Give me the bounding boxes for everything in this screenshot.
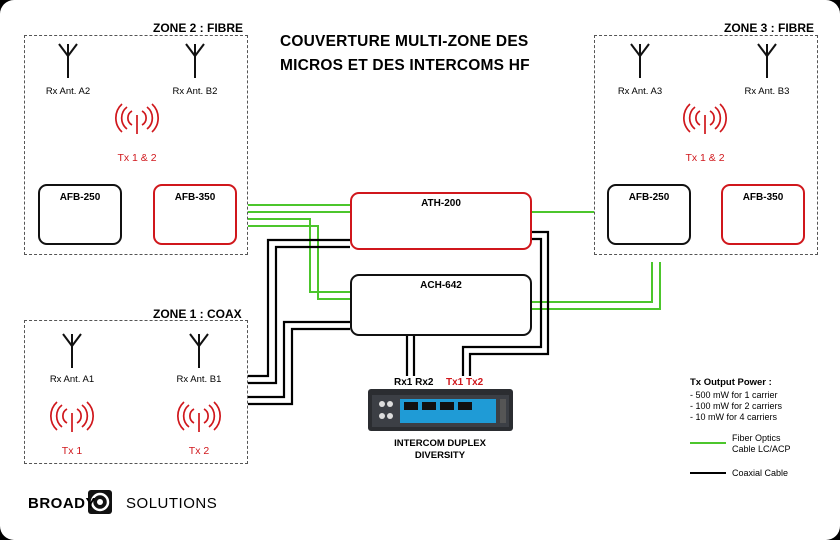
afb-250-box: AFB-250 <box>607 184 691 245</box>
diagram-title: COUVERTURE MULTI-ZONE DES MICROS ET DES … <box>280 30 580 78</box>
intercom-unit-icon <box>368 389 513 431</box>
tx-label: Tx 2 <box>188 445 210 457</box>
device-name: AFB-250 <box>59 192 101 203</box>
zone-1-title: ZONE 1 : COAX <box>153 307 242 321</box>
ath-200-box: ATH-200 <box>350 192 532 250</box>
device-name: AFB-350 <box>174 192 216 203</box>
afb-350-box: AFB-350 <box>153 184 237 245</box>
intercom-title-line-2: DIVERSITY <box>414 450 466 461</box>
device-name: ACH-642 <box>420 280 462 291</box>
zone-3-box <box>594 35 818 255</box>
tx-label: Tx 1 <box>61 445 83 457</box>
legend-coax-label: Coaxial Cable <box>732 468 789 478</box>
device-name: AFB-250 <box>628 192 670 203</box>
device-name: AFB-350 <box>742 192 784 203</box>
intercom-rx-label: Rx1 Rx2 <box>394 377 434 388</box>
intercom-tx-label: Tx1 Tx2 <box>446 377 484 388</box>
antenna-label: Rx Ant. B1 <box>176 374 222 385</box>
legend-power-item: - 10 mW for 4 carriers <box>690 412 778 422</box>
antenna-label: Rx Ant. A3 <box>617 86 663 97</box>
antenna-label: Rx Ant. A1 <box>49 374 95 385</box>
zone-1-box <box>24 320 248 464</box>
antenna-label: Rx Ant. A2 <box>45 86 91 97</box>
title-line-2: MICROS ET DES INTERCOMS HF <box>280 57 530 74</box>
fiber-cables <box>248 204 661 310</box>
brand-word-1: BROADY <box>28 494 97 512</box>
brand-logo: BROADY SOLUTIONS <box>28 490 217 516</box>
legend-power-item: - 100 mW for 2 carriers <box>690 401 783 411</box>
zone-3-title: ZONE 3 : FIBRE <box>724 21 815 35</box>
brand-word-2: SOLUTIONS <box>126 494 218 512</box>
antenna-label: Rx Ant. B2 <box>172 86 218 97</box>
ach-642-box: ACH-642 <box>350 274 532 336</box>
afb-250-box: AFB-250 <box>38 184 122 245</box>
coax-cables <box>248 230 550 406</box>
legend-title: Tx Output Power : <box>690 377 772 388</box>
title-line-1: COUVERTURE MULTI-ZONE DES <box>280 33 529 50</box>
legend-fiber-label-2: Cable LC/ACP <box>732 444 791 454</box>
legend-fiber-label: Fiber Optics <box>732 433 781 443</box>
broady-logo-icon <box>88 490 112 514</box>
tx-label: Tx 1 & 2 <box>685 152 725 164</box>
afb-350-box: AFB-350 <box>721 184 805 245</box>
device-name: ATH-200 <box>421 198 461 209</box>
zone-2-box <box>24 35 248 255</box>
intercom-title-line-1: INTERCOM DUPLEX <box>394 438 486 449</box>
legend-power-item: - 500 mW for 1 carrier <box>690 390 778 400</box>
antenna-label: Rx Ant. B3 <box>744 86 790 97</box>
tx-label: Tx 1 & 2 <box>117 152 157 164</box>
zone-2-title: ZONE 2 : FIBRE <box>153 21 244 35</box>
